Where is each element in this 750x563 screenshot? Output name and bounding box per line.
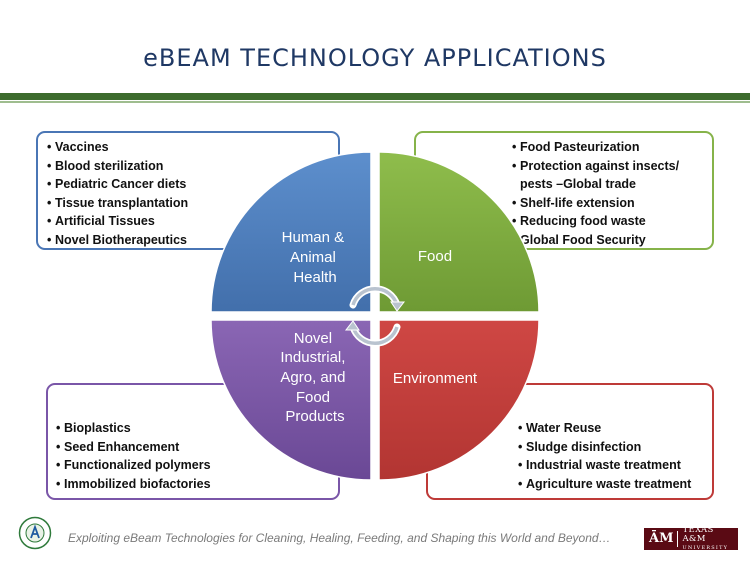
texas-am-logo: ĀM TEXAS A&M UNIVERSITY — [644, 524, 738, 551]
list-item: •Bioplastics — [56, 421, 131, 435]
list-item: •Blood sterilization — [47, 158, 164, 173]
university-mark: ĀM — [644, 531, 679, 547]
list-item: •Functionalized polymers — [56, 458, 211, 472]
list-item: •Immobilized biofactories — [56, 476, 211, 491]
list-item: •Protection against insects/ — [512, 158, 680, 173]
quadrant-label-food: Food — [418, 248, 452, 265]
quadrant-human-animal-health — [210, 151, 372, 313]
university-name: TEXAS A&M — [682, 524, 714, 544]
list-item: •Pediatric Cancer diets — [47, 177, 187, 191]
list-item: •Novel Biotherapeutics — [47, 232, 187, 247]
quadrant-food — [378, 151, 540, 313]
header-rule — [0, 93, 750, 100]
list-item: •Sludge disinfection — [518, 439, 642, 454]
list-item: •Agriculture waste treatment — [518, 476, 692, 491]
center-logo-icon — [18, 516, 52, 550]
quadrant-label-environment: Environment — [393, 370, 478, 387]
quadrant-novel-products — [210, 319, 372, 481]
list-item: •Seed Enhancement — [56, 439, 180, 454]
page-title: eBEAM TECHNOLOGY APPLICATIONS — [143, 44, 607, 72]
list-item: •Water Reuse — [518, 421, 602, 435]
university-sub: UNIVERSITY — [682, 544, 729, 551]
cycle-arrows-icon — [344, 285, 406, 347]
list-item: Global Food Security — [520, 232, 646, 247]
list-item: •Tissue transplantation — [47, 195, 189, 210]
list-item: pests –Global trade — [520, 177, 637, 191]
list-item: •Vaccines — [47, 140, 109, 154]
quadrant-label-novel-products: Novel Industrial, Agro, and Food Product… — [280, 330, 349, 425]
quadrant-label-human-animal-health: Human & Animal Health — [282, 229, 349, 286]
footer-tagline: Exploiting eBeam Technologies for Cleani… — [68, 531, 611, 545]
header-rule-thin — [0, 101, 750, 103]
list-item: •Shelf-life extension — [512, 195, 635, 210]
list-item: •Artificial Tissues — [47, 214, 155, 228]
quadrant-environment — [378, 319, 540, 481]
list-item: •Reducing food waste — [512, 214, 646, 228]
list-item: •Food Pasteurization — [512, 140, 640, 154]
list-item: •Industrial waste treatment — [518, 458, 681, 472]
